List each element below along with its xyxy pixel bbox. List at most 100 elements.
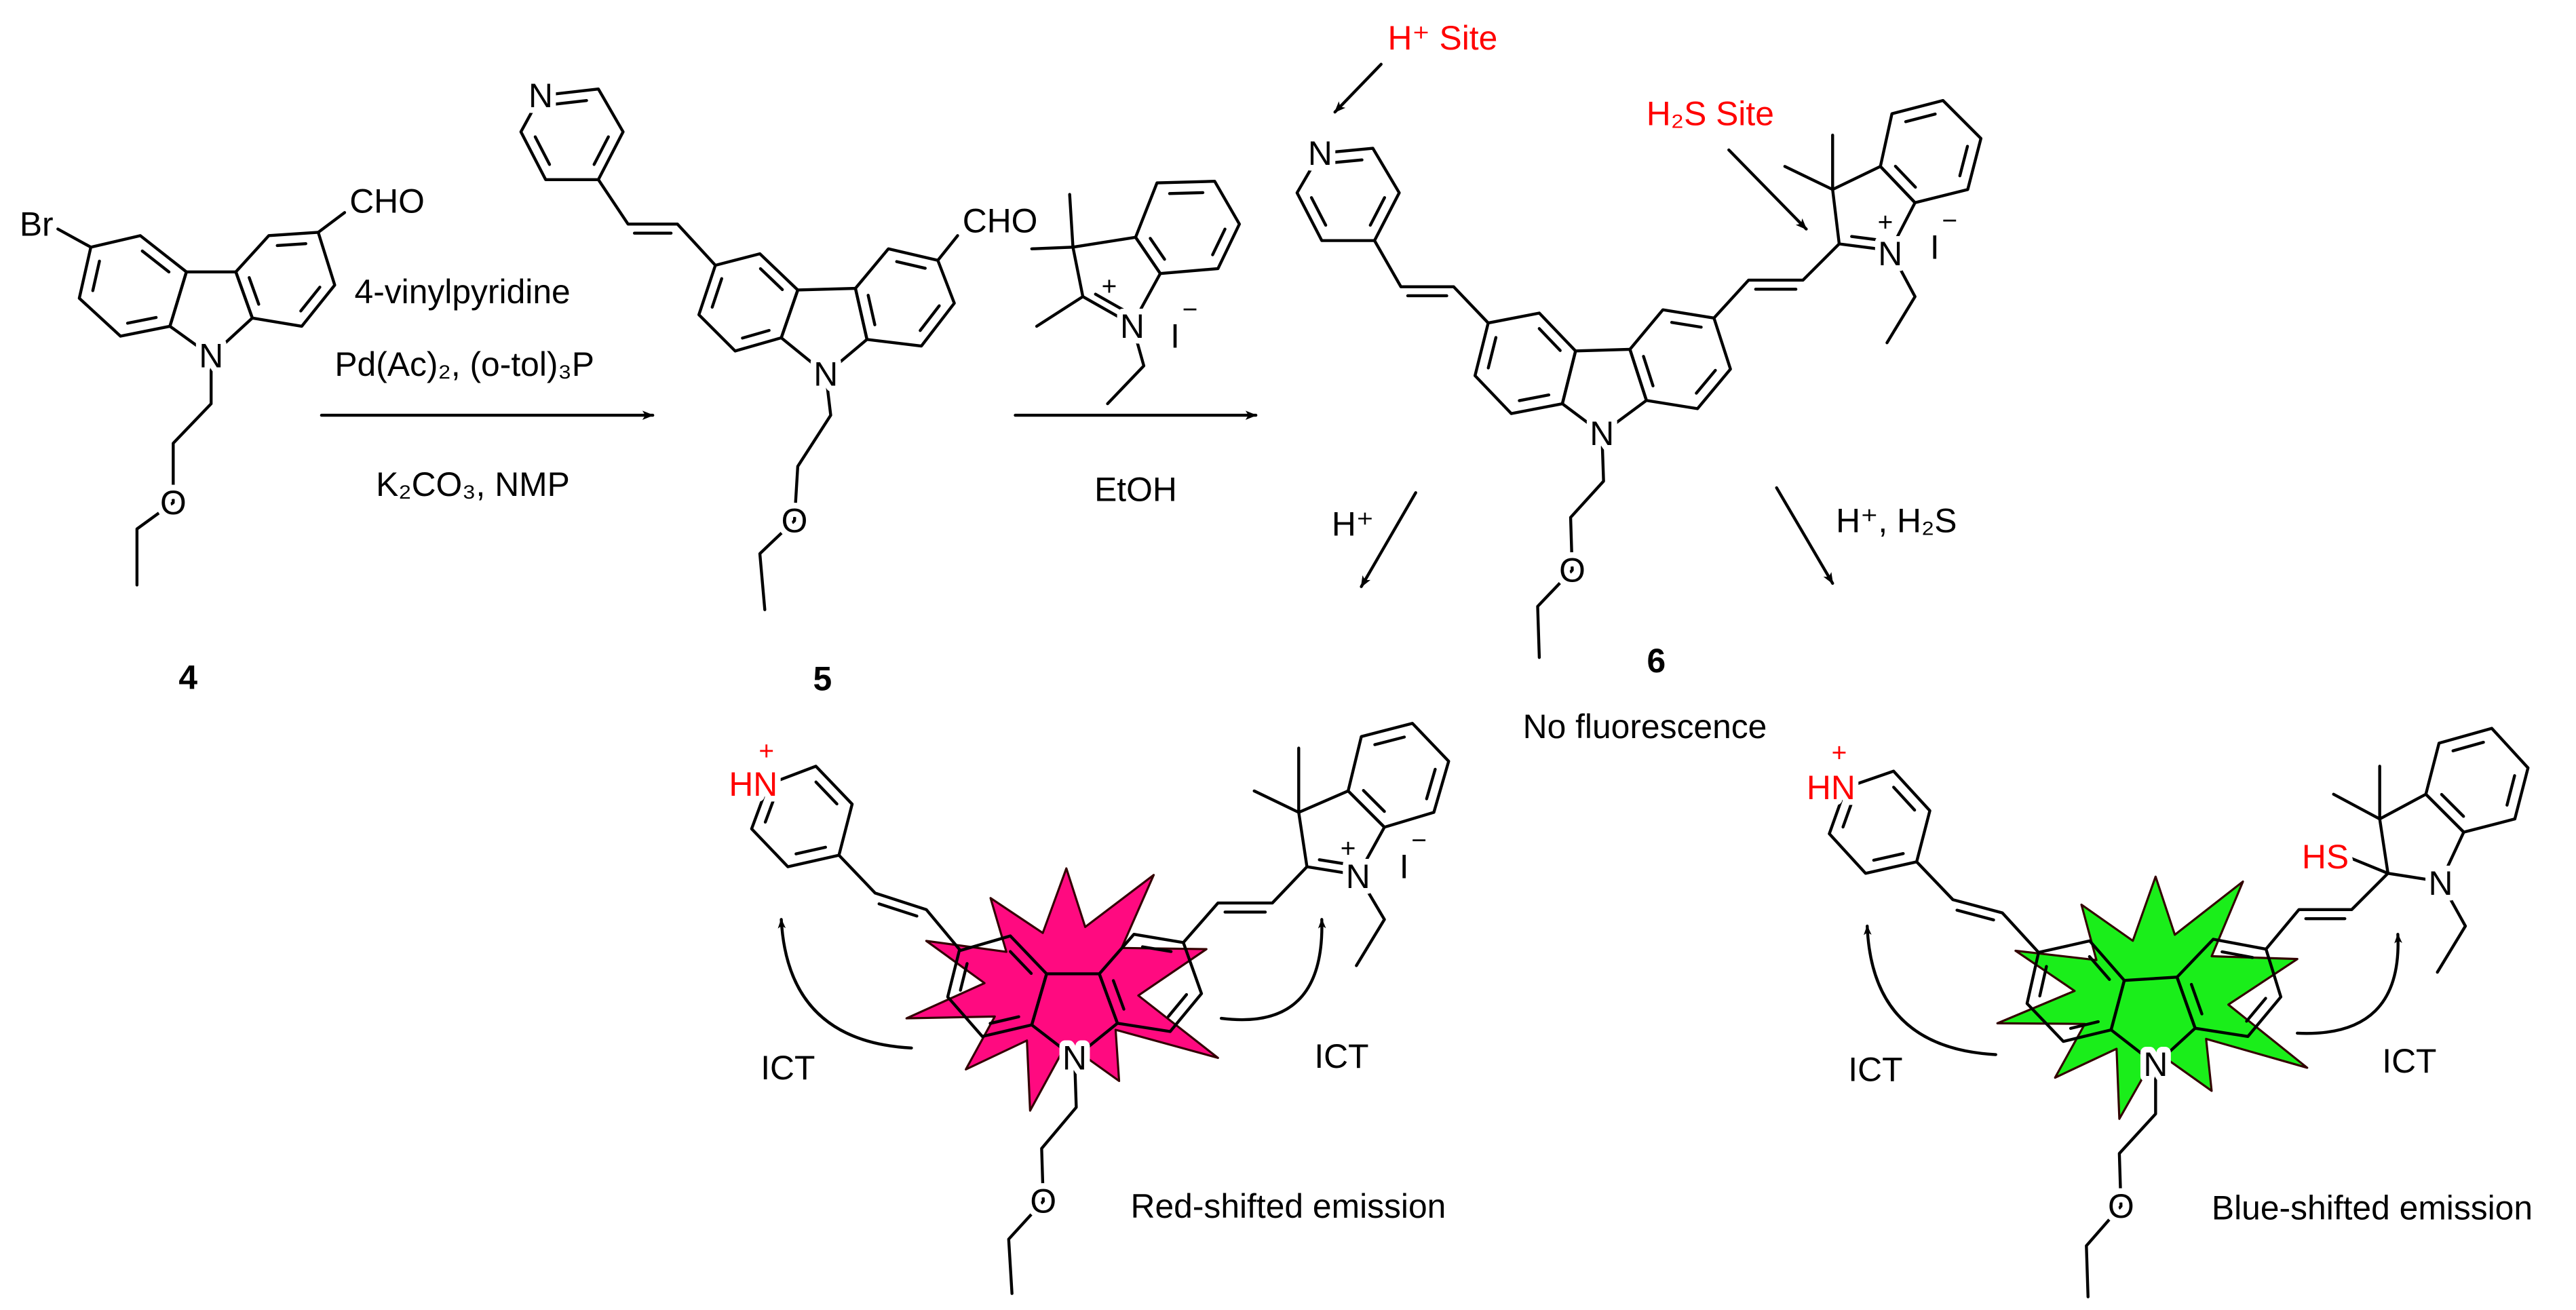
double-bond <box>126 315 158 325</box>
double-bond <box>2069 1020 2100 1030</box>
double-bond <box>1362 789 1386 813</box>
bl-iodide-charge: − <box>1411 826 1427 855</box>
double-bond <box>1642 355 1655 387</box>
c6-iodide-charge: − <box>1942 206 1957 235</box>
br-pyridinium-charge: + <box>1832 739 1847 768</box>
reagent-ethyl <box>1106 323 1146 406</box>
c5-carbazole-pyrrole-ring <box>780 286 869 376</box>
double-bond <box>814 780 839 806</box>
reagent-plus-charge: + <box>1102 272 1117 301</box>
c6-oxygen-atom: O <box>1559 551 1585 589</box>
h2s-site-pointer-arrow <box>1727 148 1808 231</box>
double-bond <box>1892 786 1917 812</box>
double-bond <box>741 328 771 340</box>
h-site-label: H⁺ Site <box>1387 19 1497 57</box>
double-bond <box>1318 858 1351 866</box>
bl-pyridinium-nh: HN <box>729 765 777 803</box>
double-bond <box>763 794 777 824</box>
bl-indole-benzene-ring <box>1346 722 1450 829</box>
double-bond <box>1537 327 1562 352</box>
double-bond <box>866 294 877 326</box>
c4-carbazole-right-ring <box>234 231 337 328</box>
c5-carbazole-nitrogen: N <box>813 355 838 393</box>
ict-label-2: ICT <box>1314 1037 1368 1075</box>
bl-carbazole-right-ring <box>1098 933 1204 1033</box>
double-bond <box>140 249 171 274</box>
no-fluorescence-label: No fluorescence <box>1523 708 1767 746</box>
double-bond <box>592 135 610 166</box>
double-bond <box>533 135 552 166</box>
double-bond <box>552 98 588 106</box>
br-pyridinium-ring <box>1828 769 1931 875</box>
c6-carbazole-pyrrole-ring <box>1560 347 1648 435</box>
bl-ethyl <box>1355 873 1386 967</box>
bl-ethoxyethyl-chain <box>1007 1056 1078 1295</box>
double-bond <box>1425 767 1437 801</box>
double-bond <box>1904 112 1937 123</box>
double-bond <box>2189 982 2204 1016</box>
bl-vinyl-right <box>1182 865 1309 944</box>
br-ethoxyethyl-chain <box>2085 1062 2157 1298</box>
c6-plus-charge: + <box>1878 208 1893 237</box>
double-bond <box>959 962 969 992</box>
double-bond <box>2088 955 2111 981</box>
c4-bromo-bond <box>56 227 93 249</box>
double-bond <box>2221 950 2254 959</box>
compound-number-5: 5 <box>813 660 832 698</box>
br-thiol-bond <box>2350 857 2389 875</box>
double-bond <box>1211 227 1227 256</box>
labels: 4-vinylpyridine Pd(Ac)₂, (o-tol)₃P K₂CO₃… <box>14 19 2533 1231</box>
bl-vinyl-left <box>837 853 961 951</box>
c6-carbazole-nitrogen: N <box>1590 415 1614 452</box>
bl-pyridinium-charge: + <box>758 737 774 766</box>
bl-carbazole-nitrogen: N <box>1062 1039 1087 1077</box>
acid-label: H⁺ <box>1332 505 1374 543</box>
bl-pyridinium-ring <box>750 765 854 868</box>
bl-iodide: I <box>1400 848 1409 886</box>
c6-ethyl <box>1885 249 1917 345</box>
reagent-nitrogen: N <box>1120 307 1145 345</box>
double-bond <box>710 277 723 309</box>
reagent-iodide-charge: − <box>1183 295 1198 324</box>
double-bond <box>2451 740 2485 752</box>
c6-indolium-nitrogen: N <box>1878 235 1902 273</box>
reagent-methyl <box>1035 295 1085 328</box>
bl-oxygen-atom: O <box>1030 1182 1056 1220</box>
c6-methyl <box>1783 165 1834 191</box>
double-bond <box>1958 145 1969 178</box>
double-bond <box>1872 851 1905 862</box>
br-carbazole-nitrogen: N <box>2143 1045 2168 1083</box>
double-bond <box>1955 908 1995 922</box>
double-bond <box>1167 993 1189 1018</box>
c4-carbazole-pyrrole-ring <box>168 270 254 358</box>
ict-label-3: ICT <box>1848 1050 1902 1088</box>
c5-pyridine-nitrogen: N <box>528 77 553 115</box>
bonds <box>56 87 2530 1298</box>
c6-pyridine-ring <box>1295 147 1401 242</box>
c6-iodide: I <box>1930 228 1940 266</box>
c5-ethoxyethyl-chain <box>758 372 832 611</box>
bl-plus-charge: + <box>1341 834 1356 863</box>
double-bond <box>1008 950 1033 976</box>
c5-oxygen-atom: O <box>782 502 808 540</box>
c4-bromo-label: Br <box>20 205 54 243</box>
double-bond <box>1893 164 1917 189</box>
ict-label-1: ICT <box>761 1049 815 1087</box>
double-bond <box>1486 336 1498 370</box>
green-emission-star <box>1996 875 2309 1120</box>
double-bond <box>1111 979 1126 1011</box>
c5-pyridine-ring <box>519 87 625 181</box>
double-bond <box>1149 237 1166 261</box>
c4-aldehyde-label: CHO <box>349 182 425 220</box>
br-carbazole-pyrrole-ring <box>2109 976 2197 1066</box>
double-bond <box>1368 196 1387 227</box>
reagent-base-solvent: K₂CO₃, NMP <box>376 465 570 503</box>
c6-carbazole-right-ring <box>1628 308 1732 410</box>
double-bond <box>91 259 101 292</box>
ict-label-4: ICT <box>2382 1042 2436 1080</box>
bl-methyl <box>1252 789 1301 814</box>
br-oxygen-atom: O <box>2108 1187 2134 1225</box>
br-vinyl-right <box>2264 872 2389 951</box>
c5-aldehyde-label: CHO <box>963 201 1038 239</box>
